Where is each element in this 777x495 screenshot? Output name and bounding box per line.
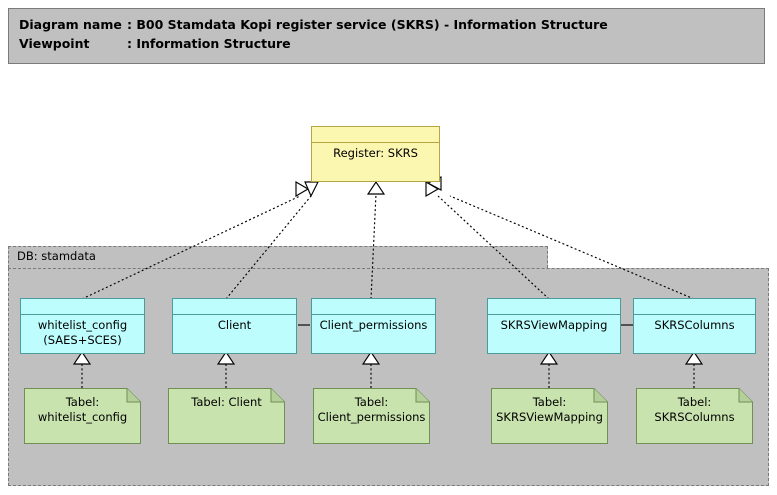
realization-arrow-client (304, 181, 319, 198)
diagram-name-label: Diagram name (19, 17, 122, 32)
realization-arrow-client-permissions (366, 180, 386, 195)
note-tabel-client-permissions-label: Tabel: Client_permissions (317, 395, 426, 424)
viewpoint-value: : Information Structure (127, 36, 291, 51)
node-divider (173, 314, 296, 315)
node-skrscolumns[interactable]: SKRSColumns (633, 298, 756, 354)
node-client-permissions[interactable]: Client_permissions (311, 298, 436, 354)
note-tabel-whitelist-config[interactable]: Tabel: whitelist_config (24, 388, 141, 444)
note-tabel-skrscolumns-label: Tabel: SKRSColumns (654, 395, 735, 424)
node-whitelist-config[interactable]: whitelist_config (SAES+SCES) (20, 298, 145, 354)
node-skrsviewmapping-label: SKRSViewMapping (500, 318, 608, 332)
note-shape (313, 388, 430, 444)
note-tabel-skrsviewmapping-label: Tabel: SKRSViewMapping (496, 395, 603, 424)
note-tabel-client-label: Tabel: Client (191, 395, 262, 409)
viewpoint-line: Viewpoint : Information Structure (19, 34, 764, 53)
realization-arrow-skrsviewmapping (425, 180, 440, 198)
node-client-permissions-label: Client_permissions (319, 318, 428, 332)
diagram-name-value: : B00 Stamdata Kopi register service (SK… (127, 17, 608, 32)
note-shape (168, 388, 285, 444)
diagram-name-line: Diagram name : B00 Stamdata Kopi register… (19, 15, 764, 34)
realization-arrow-whitelist (295, 180, 310, 198)
note-tabel-whitelist-config-label: Tabel: whitelist_config (37, 395, 128, 424)
node-divider (488, 314, 620, 315)
group-db-stamdata[interactable]: DB: stamdata (8, 246, 769, 486)
node-divider (21, 314, 144, 315)
group-db-label: DB: stamdata (17, 249, 96, 263)
note-shape (491, 388, 608, 444)
note-tabel-client[interactable]: Tabel: Client (168, 388, 285, 444)
note-tabel-skrsviewmapping[interactable]: Tabel: SKRSViewMapping (491, 388, 608, 444)
viewpoint-label: Viewpoint (19, 36, 90, 51)
note-shape (24, 388, 141, 444)
node-skrscolumns-label: SKRSColumns (654, 318, 735, 332)
node-whitelist-config-label: whitelist_config (SAES+SCES) (37, 318, 128, 347)
node-divider (312, 142, 439, 143)
note-tabel-skrscolumns[interactable]: Tabel: SKRSColumns (636, 388, 753, 444)
diagram-title-block: Diagram name : B00 Stamdata Kopi register… (8, 8, 765, 64)
node-register-skrs-label: Register: SKRS (333, 146, 418, 160)
node-divider (634, 314, 755, 315)
node-client-label: Client (217, 318, 252, 332)
node-skrsviewmapping[interactable]: SKRSViewMapping (487, 298, 621, 354)
note-shape (636, 388, 753, 444)
node-client[interactable]: Client (172, 298, 297, 354)
node-register-skrs[interactable]: Register: SKRS (311, 126, 440, 182)
note-tabel-client-permissions[interactable]: Tabel: Client_permissions (313, 388, 430, 444)
node-divider (312, 314, 435, 315)
